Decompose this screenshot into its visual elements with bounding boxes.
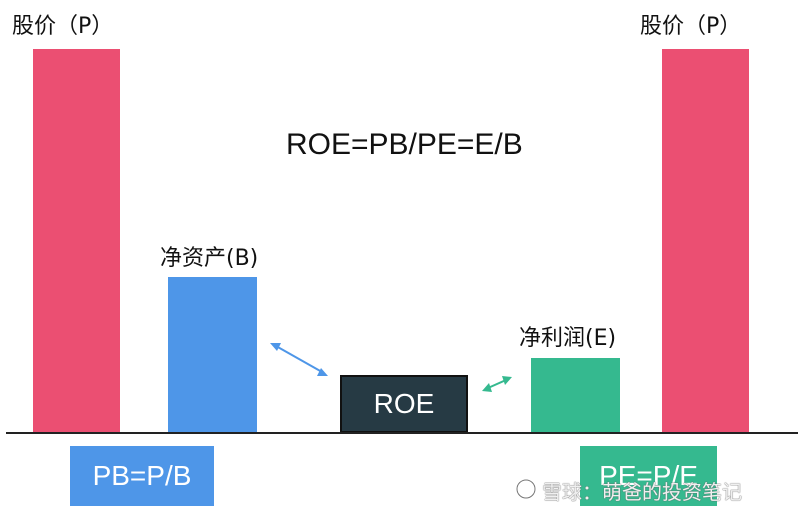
roe-box: ROE	[340, 375, 468, 433]
price-label-left: 股价（P）	[12, 14, 114, 39]
net-assets-bar	[168, 277, 257, 433]
price-bar-right	[662, 49, 749, 433]
pe-box: PE=P/E	[580, 446, 717, 506]
pb-box: PB=P/B	[70, 446, 214, 506]
net-profit-label: 净利润(E)	[519, 326, 617, 351]
net-profit-bar	[531, 358, 620, 433]
price-bar-left	[33, 49, 120, 433]
watermark: 雪球：萌爸的投资笔记	[542, 480, 742, 504]
net-assets-label: 净资产(B)	[160, 246, 259, 271]
snowball-logo-icon	[516, 479, 536, 499]
baseline	[6, 432, 798, 434]
left-double-arrow-icon	[270, 343, 328, 376]
right-double-arrow-icon	[482, 376, 512, 392]
roe-formula: ROE=PB/PE=E/B	[286, 128, 523, 161]
price-label-right: 股价（P）	[640, 14, 742, 39]
